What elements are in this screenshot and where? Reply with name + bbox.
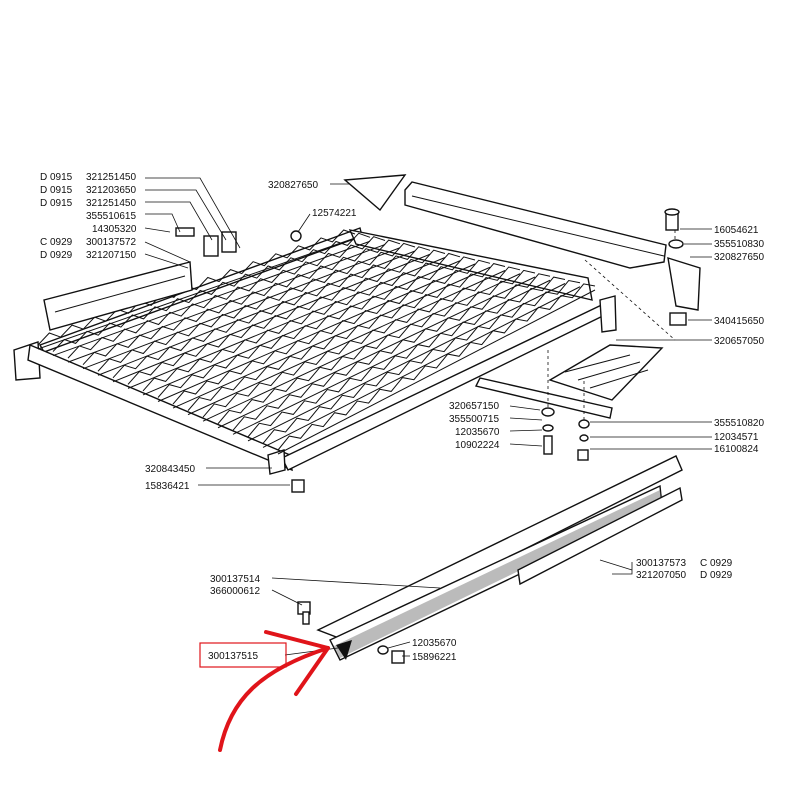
label-part-number: 12035670 (455, 427, 500, 438)
label-part-number: 320843450 (145, 464, 195, 475)
label-code: C 0929 (40, 237, 73, 248)
label-part-number: 10902224 (455, 440, 500, 451)
part-labels: D 0915 321251450 D 0915 321203650 D 0915… (40, 172, 764, 663)
label-part-number: 15896221 (412, 652, 457, 663)
toothed-slat (187, 263, 506, 411)
label-part-number: 355510820 (714, 418, 764, 429)
label-part-number: 355510615 (86, 211, 136, 222)
label-part-number: 321207150 (86, 250, 136, 261)
toothed-slat (82, 239, 401, 366)
label-part-number: 12574221 (312, 208, 357, 219)
toothed-slat (67, 236, 386, 359)
slat-base (97, 250, 416, 376)
label-part-number: 300137573 (636, 558, 686, 569)
label-part-number: 321207050 (636, 570, 686, 581)
label-part-number: 355510830 (714, 239, 764, 250)
slat-base (262, 286, 581, 448)
label-part-number: 15836421 (145, 481, 190, 492)
toothed-slat (217, 269, 536, 425)
slat-base (232, 279, 551, 435)
leader-lines (144, 177, 712, 657)
slat-base (142, 260, 461, 396)
toothed-slat (157, 256, 476, 398)
label-code: D 0929 (700, 570, 733, 581)
toothed-slat (52, 232, 371, 352)
label-part-number: 300137572 (86, 237, 136, 248)
right-triangle-bracket (667, 256, 701, 311)
label-code: D 0929 (40, 250, 73, 261)
slat-base (217, 276, 536, 429)
label-part-number: 366000612 (210, 586, 260, 597)
slat-base (172, 266, 491, 409)
label-code: C 0929 (700, 558, 733, 569)
toothed-slat (247, 276, 566, 438)
highlight-label-box (199, 642, 287, 668)
label-part-number: 320657050 (714, 336, 764, 347)
label-code: D 0915 (40, 172, 73, 183)
label-part-number: 321251450 (86, 198, 136, 209)
slat-base (127, 257, 446, 389)
highlight-arrow-head-lower (294, 646, 330, 696)
slat-base (247, 283, 566, 442)
label-code: D 0915 (40, 185, 73, 196)
toothed-slat (202, 266, 521, 418)
slat-base (157, 263, 476, 402)
label-part-number: 321203650 (86, 185, 136, 196)
toothed-slat (232, 273, 551, 431)
highlighted-part-label: 300137515 (208, 651, 258, 662)
toothed-slat (142, 252, 461, 392)
label-code: D 0915 (40, 198, 73, 209)
slat-base (37, 237, 356, 350)
label-part-number: 12035670 (412, 638, 457, 649)
lower-crossbar (474, 377, 613, 419)
toothed-slat (37, 229, 356, 346)
toothed-slat (127, 249, 446, 385)
top-triangle-plate (343, 174, 407, 212)
toothed-slat (262, 279, 581, 444)
right-grid-plate (548, 344, 664, 401)
toothed-slat (97, 242, 416, 372)
label-part-number: 300137514 (210, 574, 260, 585)
label-part-number: 14305320 (92, 224, 137, 235)
label-part-number: 320657150 (449, 401, 499, 412)
side-rail-assembly (316, 455, 683, 661)
label-part-number: 355500715 (449, 414, 499, 425)
slat-base (202, 273, 521, 422)
slat-base (277, 289, 596, 455)
label-part-number: 321251450 (86, 172, 136, 183)
slat-base (82, 247, 401, 370)
label-part-number: 16100824 (714, 444, 759, 455)
toothed-slat (172, 259, 491, 405)
label-part-number: 340415650 (714, 316, 764, 327)
label-part-number: 320827650 (714, 252, 764, 263)
toothed-slat (277, 283, 596, 451)
slat-base (52, 240, 371, 357)
highlight-arrow (218, 646, 330, 752)
left-bracket-plate (43, 261, 193, 331)
toothed-slats (37, 229, 596, 455)
slat-base (67, 244, 386, 363)
highlight-arrow-head-upper (264, 630, 330, 650)
label-part-number: 16054621 (714, 225, 759, 236)
slat-base (112, 253, 431, 383)
toothed-slat (112, 246, 431, 379)
label-part-number: 12034571 (714, 432, 759, 443)
label-part-number: 320827650 (268, 180, 318, 191)
slat-base (187, 270, 506, 416)
hardware (175, 208, 687, 664)
